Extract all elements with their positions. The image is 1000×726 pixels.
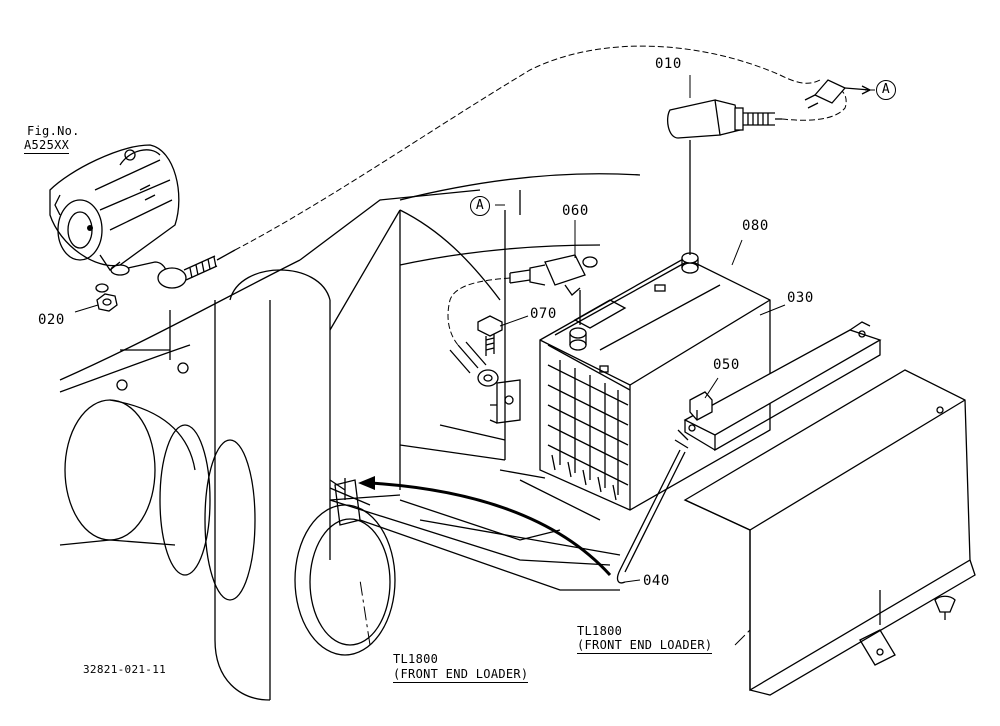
reference-marker-a-left: A bbox=[470, 196, 490, 216]
battery-cover bbox=[683, 369, 976, 696]
callout-010: 010 bbox=[655, 56, 682, 72]
starter-motor bbox=[49, 144, 180, 271]
note-model-right: TL1800 bbox=[577, 624, 623, 638]
callout-070: 070 bbox=[530, 306, 557, 322]
bolt bbox=[477, 315, 503, 356]
hold-rod bbox=[616, 429, 689, 584]
positive-cable-run bbox=[234, 45, 821, 251]
terminal-cover bbox=[667, 89, 847, 255]
callout-050: 050 bbox=[713, 357, 740, 373]
callout-080: 080 bbox=[742, 218, 769, 234]
note-description-bottom: (FRONT END LOADER) bbox=[393, 667, 529, 683]
drawing-number: 32821-021-11 bbox=[83, 663, 167, 676]
callout-030: 030 bbox=[787, 290, 814, 306]
loader-lead-arrow bbox=[358, 476, 612, 577]
cable-connector bbox=[804, 79, 872, 109]
fig-ref-label: Fig.No. bbox=[27, 124, 80, 138]
note-description-right: (FRONT END LOADER) bbox=[577, 638, 713, 654]
battery-holder bbox=[683, 321, 882, 452]
callout-020: 020 bbox=[38, 312, 65, 328]
reference-marker-a-right: A bbox=[876, 80, 896, 100]
frame-outline bbox=[59, 173, 641, 701]
note-model-bottom: TL1800 bbox=[393, 652, 439, 666]
starter-terminal-cable bbox=[110, 249, 236, 289]
battery bbox=[539, 252, 771, 511]
hex-nut bbox=[96, 293, 118, 312]
fig-ref-number: A525XX bbox=[24, 138, 70, 154]
ground-cable bbox=[447, 254, 598, 387]
callout-040: 040 bbox=[643, 573, 670, 589]
wing-nut bbox=[689, 391, 713, 421]
washer bbox=[95, 283, 109, 293]
leader-lines bbox=[74, 75, 875, 646]
callout-060: 060 bbox=[562, 203, 589, 219]
